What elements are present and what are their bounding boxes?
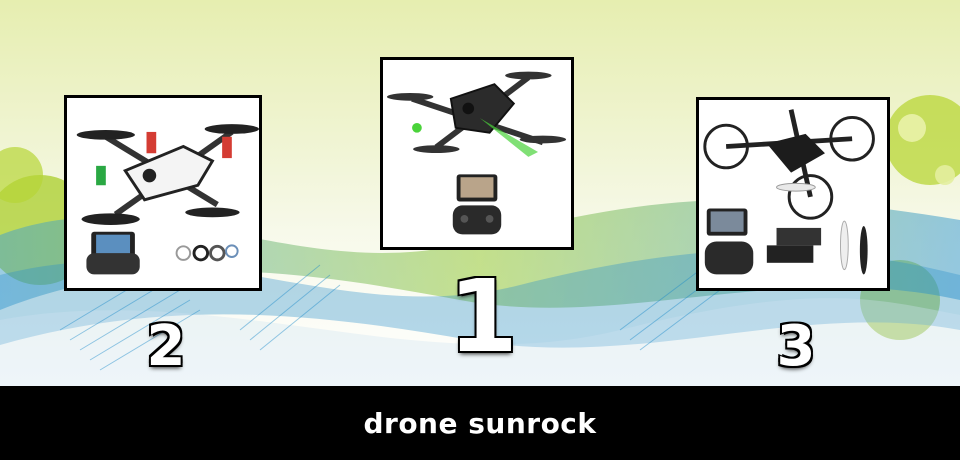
drone-green-light-icon — [383, 60, 571, 247]
product-card-3[interactable] — [696, 97, 890, 291]
footer-title: drone sunrock — [363, 406, 597, 440]
product-card-2[interactable] — [64, 95, 262, 291]
product-card-1[interactable] — [380, 57, 574, 250]
rank-number-1: 1 — [448, 258, 518, 375]
rank-number-2: 2 — [146, 314, 186, 379]
footer-bar: drone sunrock — [0, 386, 960, 460]
drone-white-icon — [67, 98, 259, 288]
rank-number-3: 3 — [776, 314, 816, 379]
ranking-stage: 1 2 3 — [0, 0, 960, 386]
drone-black-guards-icon — [699, 100, 887, 288]
